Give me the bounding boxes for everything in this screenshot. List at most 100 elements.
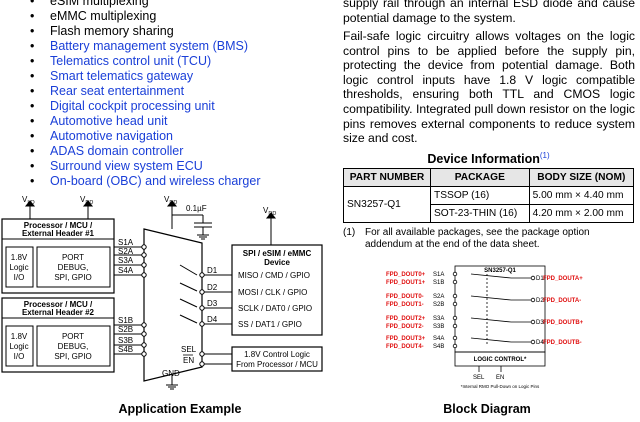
proc1-title-b: External Header #1 xyxy=(22,229,95,238)
logic-io-1: 1.8V xyxy=(11,253,28,262)
paragraph-top: supply rail through an internal ESD diod… xyxy=(343,0,635,25)
caption-block-diagram: Block Diagram xyxy=(443,402,531,416)
logic-io-2: Logic xyxy=(9,263,28,272)
left-signal: FPD_DOUT1- xyxy=(386,302,424,308)
spi-signal-1: MISO / CMD / GPIO xyxy=(238,271,310,280)
feature-label: Flash memory sharing xyxy=(50,24,174,38)
right-signal: FPD_DOUTB- xyxy=(543,340,582,346)
feature-item: eMMC multiplexing xyxy=(30,9,330,24)
feature-link[interactable]: Smart telematics gateway xyxy=(50,69,194,83)
logic-io-2: Logic xyxy=(9,342,28,351)
right-signal: FPD_DOUTA+ xyxy=(543,276,583,282)
feature-item[interactable]: Telematics control unit (TCU) xyxy=(30,54,330,69)
pulldown-note: *Internal RMO Pull-Down on Logic Pins xyxy=(461,384,540,389)
spi-signal-2: MOSI / CLK / GPIO xyxy=(238,288,307,297)
left-signal: FPD_DOUT2+ xyxy=(386,316,426,322)
vio-label: VI/O xyxy=(22,195,35,206)
right-signal: FPD_DOUTA- xyxy=(543,298,581,304)
application-example-diagram: VI/O VDD VDD VDD 0.1µF Processor / MCU /… xyxy=(1,195,323,390)
feature-link[interactable]: Battery management system (BMS) xyxy=(50,39,248,53)
feature-item[interactable]: ADAS domain controller xyxy=(30,144,330,159)
port-debug-3: SPI, GPIO xyxy=(54,273,91,282)
feature-link[interactable]: Automotive head unit xyxy=(50,114,168,128)
port-debug-1: PORT xyxy=(62,253,84,262)
caption-application-example: Application Example xyxy=(118,402,242,416)
pin-s2a: S2A xyxy=(118,247,134,256)
feature-link[interactable]: Digital cockpit processing unit xyxy=(50,99,215,113)
port-debug-1: PORT xyxy=(62,332,84,341)
feature-item[interactable]: Rear seat entertainment xyxy=(30,84,330,99)
pin-d4: D4 xyxy=(207,315,218,324)
s-pin: S3A xyxy=(433,316,444,322)
feature-item[interactable]: Battery management system (BMS) xyxy=(30,39,330,54)
left-signal: FPD_DOUT0- xyxy=(386,294,424,300)
part-number-cell: SN3257-Q1 xyxy=(343,186,431,223)
package-cell: TSSOP (16) xyxy=(430,186,530,205)
s-pin: S4B xyxy=(433,344,444,350)
table-row: SN3257-Q1 TSSOP (16) 5.00 mm × 4.40 mm xyxy=(343,186,635,223)
d-pin: D4 xyxy=(536,340,544,346)
pin-s1a: S1A xyxy=(118,238,134,247)
vdd-label-3: VDD xyxy=(263,206,276,217)
left-signal: FPD_DOUT4- xyxy=(386,344,424,350)
d-pin: D3 xyxy=(536,320,544,326)
pin-sel: SEL xyxy=(181,345,197,354)
spi-title-b: Device xyxy=(264,258,290,267)
pin-s1b: S1B xyxy=(118,316,133,325)
feature-item[interactable]: Automotive navigation xyxy=(30,129,330,144)
feature-link[interactable]: Rear seat entertainment xyxy=(50,84,185,98)
left-signal: FPD_DOUT1+ xyxy=(386,280,426,286)
s-pin: S4A xyxy=(433,336,444,342)
pin-s3a: S3A xyxy=(118,256,134,265)
pin-s4a: S4A xyxy=(118,266,134,275)
feature-link[interactable]: Telematics control unit (TCU) xyxy=(50,54,212,68)
logic-io-3: I/O xyxy=(14,352,25,361)
pin-s2b: S2B xyxy=(118,325,133,334)
proc1-title-a: Processor / MCU / xyxy=(24,221,93,230)
feature-item[interactable]: Surround view system ECU xyxy=(30,159,330,174)
header-part-number: PART NUMBER xyxy=(343,168,431,187)
header-body-size: BODY SIZE (NOM) xyxy=(528,168,635,187)
control-logic-a: 1.8V Control Logic xyxy=(244,350,310,359)
s-pin: S1A xyxy=(433,272,444,278)
s-pin: S2A xyxy=(433,294,444,300)
header-package: PACKAGE xyxy=(430,168,530,187)
vdd-label-2: VDD xyxy=(164,195,177,206)
vdd-label-1: VDD xyxy=(80,195,93,206)
spi-signal-3: SCLK / DAT0 / GPIO xyxy=(238,304,312,313)
d-pin: D1 xyxy=(536,276,544,282)
proc2-title-a: Processor / MCU / xyxy=(24,300,93,309)
pin-s4b: S4B xyxy=(118,345,133,354)
footnote-link[interactable]: (1) xyxy=(539,151,550,160)
proc2-title-b: External Header #2 xyxy=(22,308,95,317)
spi-signal-4: SS / DAT1 / GPIO xyxy=(238,320,302,329)
feature-link[interactable]: On-board (OBC) and wireless charger xyxy=(50,174,261,188)
feature-item[interactable]: Digital cockpit processing unit xyxy=(30,99,330,114)
pin-d2: D2 xyxy=(207,283,218,292)
footnote-text: For all available packages, see the pack… xyxy=(365,227,590,250)
device-info-table: PART NUMBER PACKAGE BODY SIZE (NOM) SN32… xyxy=(343,168,635,223)
feature-link[interactable]: Surround view system ECU xyxy=(50,159,203,173)
d-pin: D2 xyxy=(536,298,544,304)
pin-en: EN xyxy=(183,356,194,365)
feature-item[interactable]: Automotive head unit xyxy=(30,114,330,129)
table-row: SOT-23-THIN (16) 4.20 mm × 2.00 mm xyxy=(344,204,635,223)
feature-link[interactable]: ADAS domain controller xyxy=(50,144,184,158)
sel-label: SEL xyxy=(473,375,485,381)
feature-label: eMMC multiplexing xyxy=(50,9,157,23)
feature-label: eSIM multiplexing xyxy=(50,0,149,8)
feature-link[interactable]: Automotive navigation xyxy=(50,129,173,143)
s-pin: S1B xyxy=(433,280,444,286)
right-signal: FPD_DOUTB+ xyxy=(543,320,584,326)
logic-io-3: I/O xyxy=(14,273,25,282)
logic-io-1: 1.8V xyxy=(11,332,28,341)
left-signal: FPD_DOUT2- xyxy=(386,324,424,330)
s-pin: S3B xyxy=(433,324,444,330)
capacitor-label: 0.1µF xyxy=(186,204,207,213)
package-cell: SOT-23-THIN (16) xyxy=(430,204,530,223)
feature-item[interactable]: On-board (OBC) and wireless charger xyxy=(30,174,330,189)
pin-d3: D3 xyxy=(207,299,218,308)
body-size-cell: 5.00 mm × 4.40 mm xyxy=(528,186,635,205)
feature-item[interactable]: Smart telematics gateway xyxy=(30,69,330,84)
chip-label: SN3257-Q1 xyxy=(484,268,516,274)
